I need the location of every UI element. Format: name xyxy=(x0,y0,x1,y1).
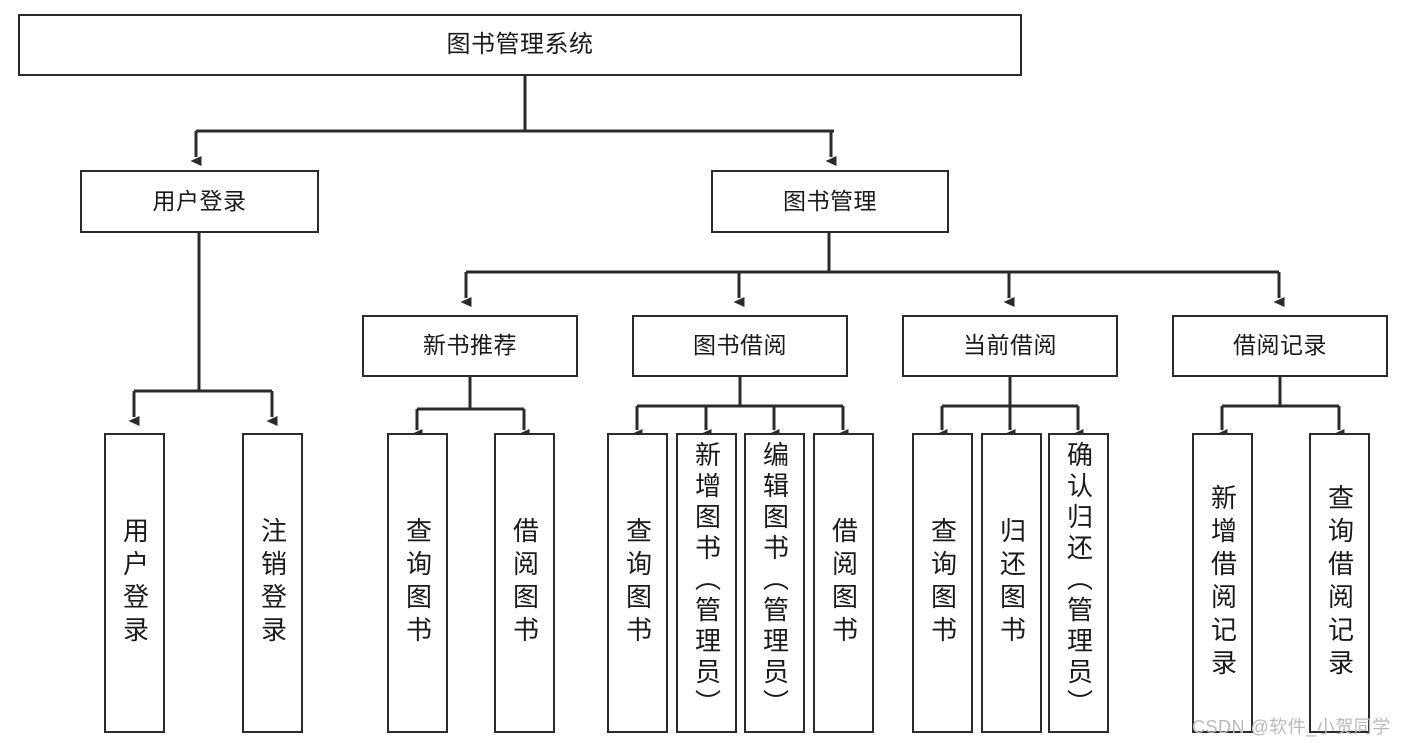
node-label: 当前借阅 xyxy=(963,332,1057,359)
csdn-watermark: CSDN @软件_小贺同学 xyxy=(1192,717,1391,737)
node-book-borrow[interactable]: 图书借阅 xyxy=(632,315,848,377)
node-book-management[interactable]: 图书管理 xyxy=(711,170,949,233)
node-label: 用户登录 xyxy=(119,517,150,649)
leaf-confirm-return[interactable]: 确认归还（管理员） xyxy=(1048,433,1109,733)
leaf-add-book[interactable]: 新增图书（管理员） xyxy=(676,433,737,733)
leaf-borrow-book-1[interactable]: 借阅图书 xyxy=(494,433,555,733)
node-label: 借阅记录 xyxy=(1233,332,1327,359)
node-label: 图书借阅 xyxy=(693,332,787,359)
leaf-query-book-2[interactable]: 查询图书 xyxy=(607,433,668,733)
leaf-borrow-book-2[interactable]: 借阅图书 xyxy=(813,433,874,733)
leaf-user-login[interactable]: 用户登录 xyxy=(104,433,165,733)
leaf-add-record[interactable]: 新增借阅记录 xyxy=(1192,433,1253,733)
node-root-system[interactable]: 图书管理系统 xyxy=(18,14,1022,76)
node-label: 新增借阅记录 xyxy=(1207,484,1238,682)
node-label: 编辑图书（管理员） xyxy=(759,441,790,720)
node-user-login[interactable]: 用户登录 xyxy=(80,170,319,233)
node-label: 查询图书 xyxy=(622,517,653,649)
leaf-query-record[interactable]: 查询借阅记录 xyxy=(1309,433,1370,733)
node-label: 查询图书 xyxy=(927,517,958,649)
leaf-user-logout[interactable]: 注销登录 xyxy=(242,433,303,733)
leaf-query-book-1[interactable]: 查询图书 xyxy=(387,433,448,733)
node-label: 注销登录 xyxy=(257,517,288,649)
node-label: 图书管理系统 xyxy=(446,30,594,58)
leaf-edit-book[interactable]: 编辑图书（管理员） xyxy=(744,433,805,733)
node-label: 用户登录 xyxy=(152,187,247,214)
node-label: 图书管理 xyxy=(783,187,877,214)
node-borrow-record[interactable]: 借阅记录 xyxy=(1172,315,1388,377)
node-new-book-recommend[interactable]: 新书推荐 xyxy=(362,315,578,377)
node-label: 借阅图书 xyxy=(509,517,540,649)
node-label: 查询图书 xyxy=(402,517,433,649)
node-current-borrow[interactable]: 当前借阅 xyxy=(902,315,1118,377)
leaf-query-book-3[interactable]: 查询图书 xyxy=(912,433,973,733)
node-label: 借阅图书 xyxy=(828,517,859,649)
node-label: 查询借阅记录 xyxy=(1324,484,1355,682)
node-label: 确认归还（管理员） xyxy=(1063,441,1094,720)
node-label: 归还图书 xyxy=(996,517,1027,649)
leaf-return-book[interactable]: 归还图书 xyxy=(981,433,1042,733)
node-label: 新增图书（管理员） xyxy=(691,441,722,720)
node-label: 新书推荐 xyxy=(423,332,517,359)
